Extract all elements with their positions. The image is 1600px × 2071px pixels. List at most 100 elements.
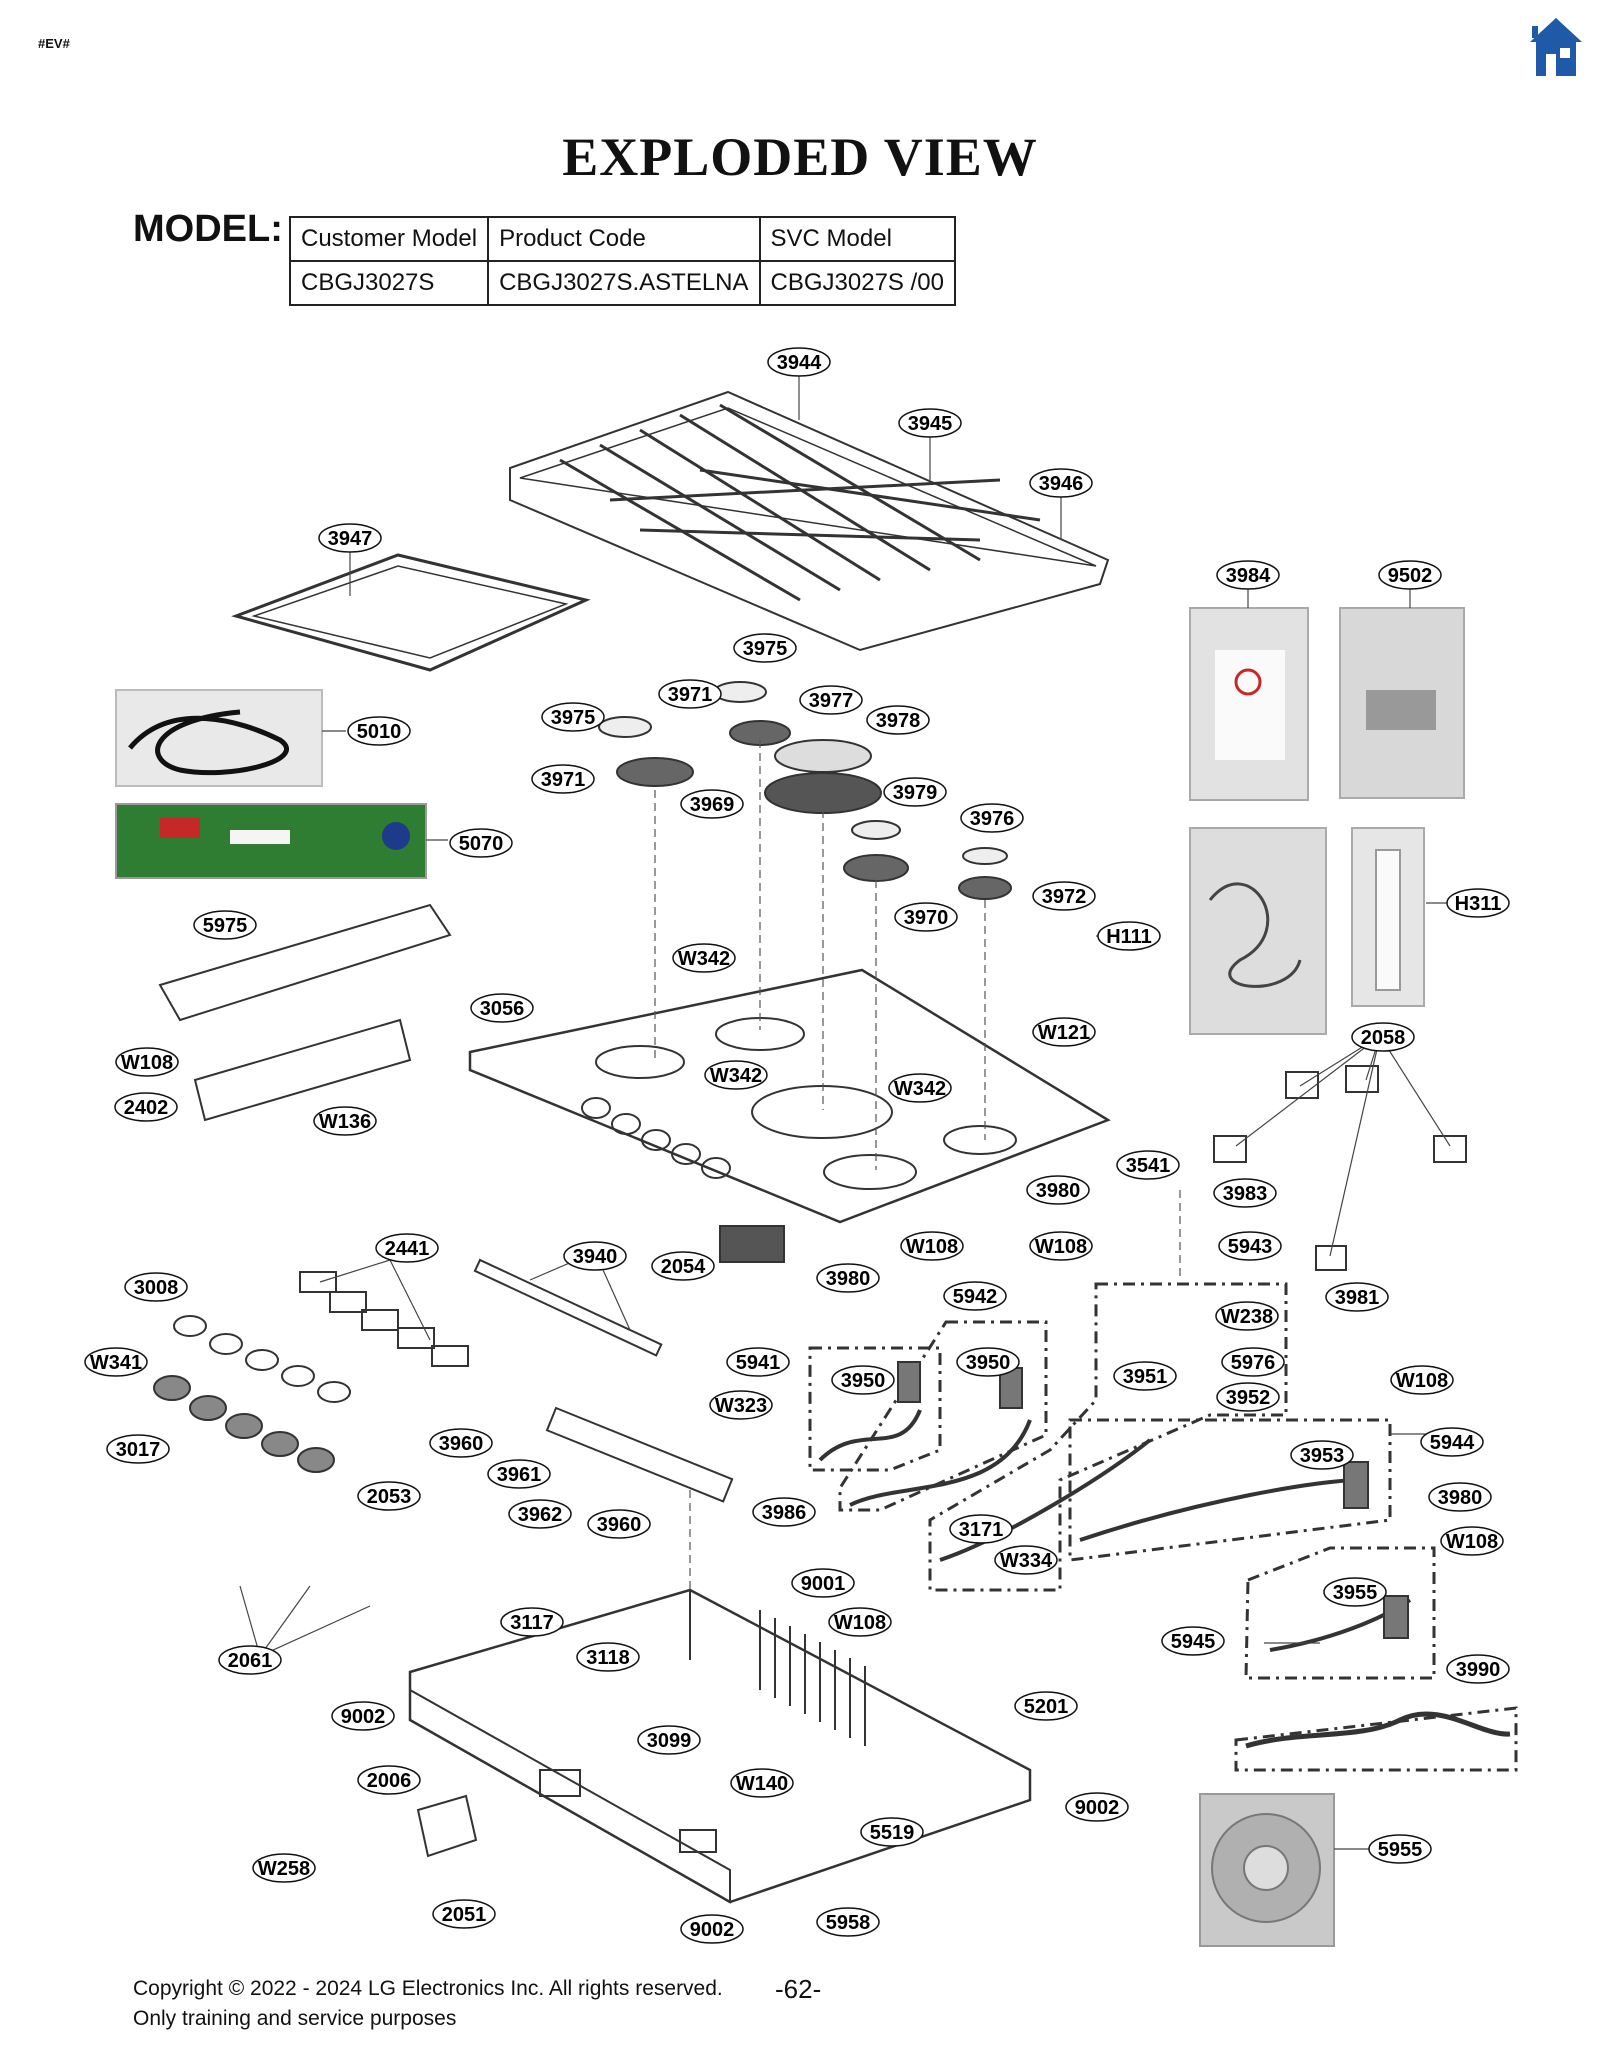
part-label-outline xyxy=(960,803,1024,833)
part-number-text: 2441 xyxy=(385,1238,430,1260)
part-label: W108 xyxy=(900,1231,964,1261)
part-label-outline xyxy=(1323,1577,1387,1607)
part-label-outline xyxy=(357,1765,421,1795)
part-label: 3099 xyxy=(637,1725,701,1755)
part-number-text: 3986 xyxy=(762,1502,807,1524)
part-label: 2054 xyxy=(651,1251,715,1281)
part-number-text: W258 xyxy=(258,1858,310,1880)
part-label: 5944 xyxy=(1420,1427,1484,1457)
part-label-outline xyxy=(347,716,411,746)
bottom-chassis xyxy=(408,1588,1032,1904)
home-icon[interactable] xyxy=(1528,16,1584,78)
part-label: 3171 xyxy=(949,1514,1013,1544)
part-number-text: W108 xyxy=(121,1052,173,1074)
part-label: 3960 xyxy=(587,1509,651,1539)
part-label-outline xyxy=(994,1545,1058,1575)
part-number-text: 3940 xyxy=(573,1246,618,1268)
part-label: 3117 xyxy=(500,1607,564,1637)
part-number-text: 3950 xyxy=(841,1370,886,1392)
part-number-text: 9002 xyxy=(341,1706,386,1728)
svc-model-value: CBGJ3027S /00 xyxy=(758,260,956,306)
part-label: 3955 xyxy=(1323,1577,1387,1607)
part-number-text: 2058 xyxy=(1361,1027,1406,1049)
part-label: W121 xyxy=(1032,1017,1096,1047)
part-label-outline xyxy=(318,523,382,553)
part-label: 5976 xyxy=(1221,1347,1285,1377)
part-label: 5201 xyxy=(1014,1691,1078,1721)
part-number-text: 3960 xyxy=(597,1514,642,1536)
part-label: 3971 xyxy=(531,764,595,794)
part-label-outline xyxy=(726,1347,790,1377)
part-label: 9002 xyxy=(1065,1792,1129,1822)
part-number-text: 2061 xyxy=(228,1650,273,1672)
part-label-outline xyxy=(883,777,947,807)
part-label-outline xyxy=(831,1365,895,1395)
part-number-text: 5976 xyxy=(1231,1352,1276,1374)
part-label-outline xyxy=(115,1047,179,1077)
part-number-text: 3946 xyxy=(1039,473,1084,495)
part-label-outline xyxy=(651,1251,715,1281)
part-label-outline xyxy=(730,1768,794,1798)
part-label: 3951 xyxy=(1113,1361,1177,1391)
part-label: W136 xyxy=(313,1106,377,1136)
model-table-header: Customer Model Product Code SVC Model xyxy=(288,216,956,262)
part-label: 3950 xyxy=(956,1347,1020,1377)
part-number-text: H111 xyxy=(1106,926,1152,948)
part-number-text: W108 xyxy=(1446,1531,1498,1553)
part-number-text: 3960 xyxy=(439,1433,484,1455)
part-label: 3008 xyxy=(124,1272,188,1302)
part-label-outline xyxy=(816,1263,880,1293)
product-code-value: CBGJ3027S.ASTELNA xyxy=(487,260,761,306)
part-number-text: W238 xyxy=(1221,1306,1273,1328)
part-label-outline xyxy=(1440,1526,1504,1556)
part-label-outline xyxy=(429,1428,493,1458)
part-label-outline xyxy=(1029,1231,1093,1261)
part-label: 3961 xyxy=(487,1459,551,1489)
model-table: Customer Model Product Code SVC Model CB… xyxy=(288,216,956,306)
part-label-outline xyxy=(1065,1792,1129,1822)
part-label-outline xyxy=(508,1499,572,1529)
part-number-text: 3947 xyxy=(328,528,373,550)
part-number-text: 9002 xyxy=(690,1919,735,1941)
leader-lines xyxy=(239,373,1457,1850)
display-module xyxy=(719,1225,785,1263)
part-number-text: W334 xyxy=(1000,1550,1053,1572)
part-number-text: 3017 xyxy=(116,1439,161,1461)
part-label: 5010 xyxy=(347,716,411,746)
part-label: 2402 xyxy=(114,1092,178,1122)
part-label-outline xyxy=(541,702,605,732)
part-label: 3950 xyxy=(831,1365,895,1395)
part-label: 3986 xyxy=(752,1497,816,1527)
part-number-text: H311 xyxy=(1455,893,1502,915)
part-label: W108 xyxy=(828,1607,892,1637)
part-label-outline xyxy=(943,1281,1007,1311)
part-number-text: 5201 xyxy=(1024,1696,1069,1718)
part-number-text: 3950 xyxy=(966,1352,1011,1374)
part-number-text: 9002 xyxy=(1075,1797,1120,1819)
part-label-outline xyxy=(1014,1691,1078,1721)
part-label-outline xyxy=(432,1899,496,1929)
part-label: 3946 xyxy=(1029,468,1093,498)
part-label-outline xyxy=(1161,1626,1225,1656)
part-number-text: 3961 xyxy=(497,1464,542,1486)
part-number-text: W342 xyxy=(894,1078,946,1100)
part-number-text: 5010 xyxy=(357,721,402,743)
part-label: 2053 xyxy=(357,1481,421,1511)
part-label: 5070 xyxy=(449,828,513,858)
part-label-outline xyxy=(1420,1427,1484,1457)
part-label: W140 xyxy=(730,1768,794,1798)
control-bracket xyxy=(158,903,452,1022)
part-label-outline xyxy=(1032,1017,1096,1047)
part-label: 2061 xyxy=(218,1645,282,1675)
part-label-outline xyxy=(576,1642,640,1672)
part-label: 5958 xyxy=(816,1907,880,1937)
part-label-outline xyxy=(900,1231,964,1261)
page-tag: #EV# xyxy=(38,36,70,51)
part-label-outline xyxy=(1032,881,1096,911)
part-label: 3960 xyxy=(429,1428,493,1458)
part-label-outline xyxy=(894,902,958,932)
part-label-outline xyxy=(733,633,797,663)
part-number-text: 3971 xyxy=(541,769,586,791)
part-label: 3945 xyxy=(898,408,962,438)
